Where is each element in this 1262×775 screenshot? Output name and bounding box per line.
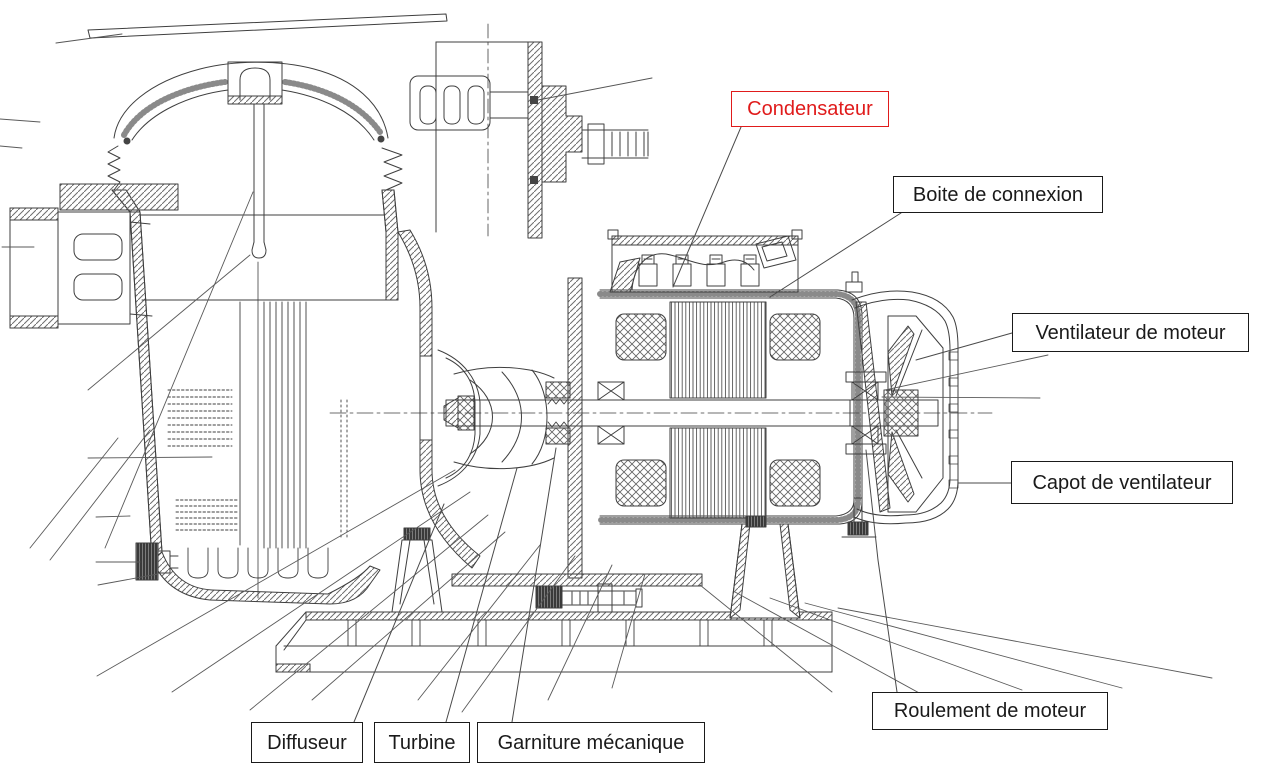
lid-wrench-bar bbox=[55, 13, 448, 44]
flange-bolt bbox=[581, 123, 649, 165]
leader-roulement-de-moteur bbox=[865, 449, 898, 693]
fan-cover bbox=[851, 290, 959, 525]
label-garniture-mecanique: Garniture mécanique bbox=[477, 722, 705, 763]
motor-end-bell bbox=[855, 301, 891, 513]
lid-knob bbox=[227, 61, 283, 101]
capacitor-wires bbox=[631, 253, 755, 291]
discharge-union-nut bbox=[409, 75, 491, 131]
cable-gland bbox=[755, 235, 797, 269]
stator-laminations bbox=[669, 301, 767, 519]
discharge-port bbox=[409, 23, 653, 239]
strainer-lid bbox=[107, 61, 403, 191]
leader-boite-de-connexion bbox=[769, 212, 902, 298]
terminal-box bbox=[607, 229, 803, 293]
label-ventilateur-de-moteur: Ventilateur de moteur bbox=[1012, 313, 1249, 352]
leader-garniture-mecanique bbox=[511, 447, 557, 723]
stator-windings bbox=[615, 313, 821, 507]
motor-bearing-rear bbox=[851, 381, 879, 445]
label-turbine: Turbine bbox=[374, 722, 470, 763]
inlet-union bbox=[9, 183, 179, 329]
label-condensateur: Condensateur bbox=[731, 91, 889, 127]
motor-bearing-front bbox=[597, 381, 625, 445]
motor-foot bbox=[729, 515, 801, 619]
leader-turbine bbox=[445, 467, 518, 723]
label-diffuseur: Diffuseur bbox=[251, 722, 363, 763]
terminal-strip bbox=[638, 254, 760, 287]
drain-plug bbox=[135, 542, 179, 581]
label-roulement-de-moteur: Roulement de moteur bbox=[872, 692, 1108, 730]
leader-lines-unlabeled bbox=[0, 118, 1213, 713]
fan-cover-vents bbox=[948, 351, 959, 489]
wire-braid bbox=[609, 257, 641, 293]
leader-ventilateur-de-moteur bbox=[915, 332, 1013, 361]
motor bbox=[597, 271, 891, 538]
base bbox=[275, 611, 833, 673]
volute-housing bbox=[397, 229, 703, 613]
leader-diffuseur bbox=[353, 503, 445, 723]
clamp-ring-right bbox=[381, 147, 403, 191]
strainer-basket bbox=[167, 301, 348, 579]
impeller-turbine bbox=[443, 366, 555, 470]
leader-condensateur bbox=[672, 126, 742, 288]
clamp-ring-left bbox=[107, 145, 121, 191]
strainer-pot bbox=[111, 103, 399, 605]
label-capot-de-ventilateur: Capot de ventilateur bbox=[1011, 461, 1233, 504]
motor-fan bbox=[883, 315, 944, 513]
volute-pedestal bbox=[391, 527, 443, 613]
label-boite-de-connexion: Boite de connexion bbox=[893, 176, 1103, 213]
diffuser bbox=[437, 349, 481, 487]
